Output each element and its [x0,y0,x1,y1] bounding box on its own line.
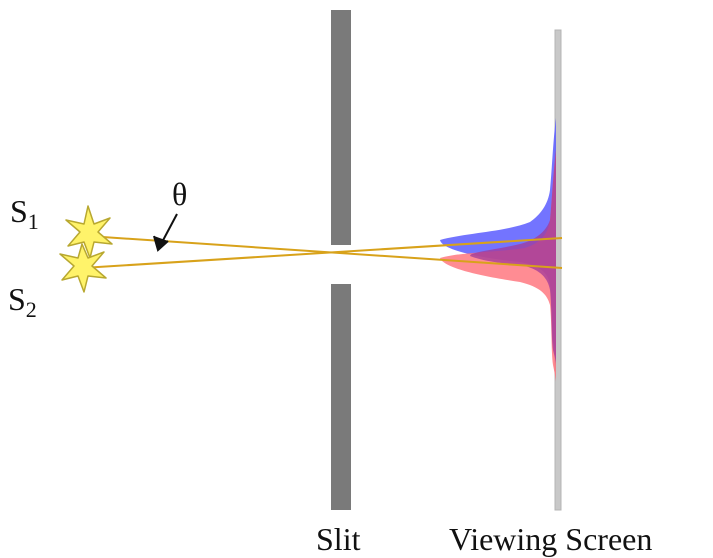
label-source1-sub: 1 [28,209,39,234]
angle-arrow [153,213,178,252]
label-source2: S2 [8,281,37,322]
slit-barrier-top [331,10,351,245]
label-source1: S1 [10,193,39,234]
pattern-red [440,150,556,382]
label-angle-theta: θ [172,176,187,212]
source-s1-star [65,205,113,259]
label-source2-sub: 2 [26,297,37,322]
slit-barrier-bottom [331,284,351,510]
ray-from-s2 [81,237,563,269]
label-viewing-screen: Viewing Screen [449,521,652,557]
source-s2-star [59,243,107,293]
diffraction-pattern [440,118,556,382]
pattern-overlap [470,150,556,365]
label-slit: Slit [316,521,361,557]
